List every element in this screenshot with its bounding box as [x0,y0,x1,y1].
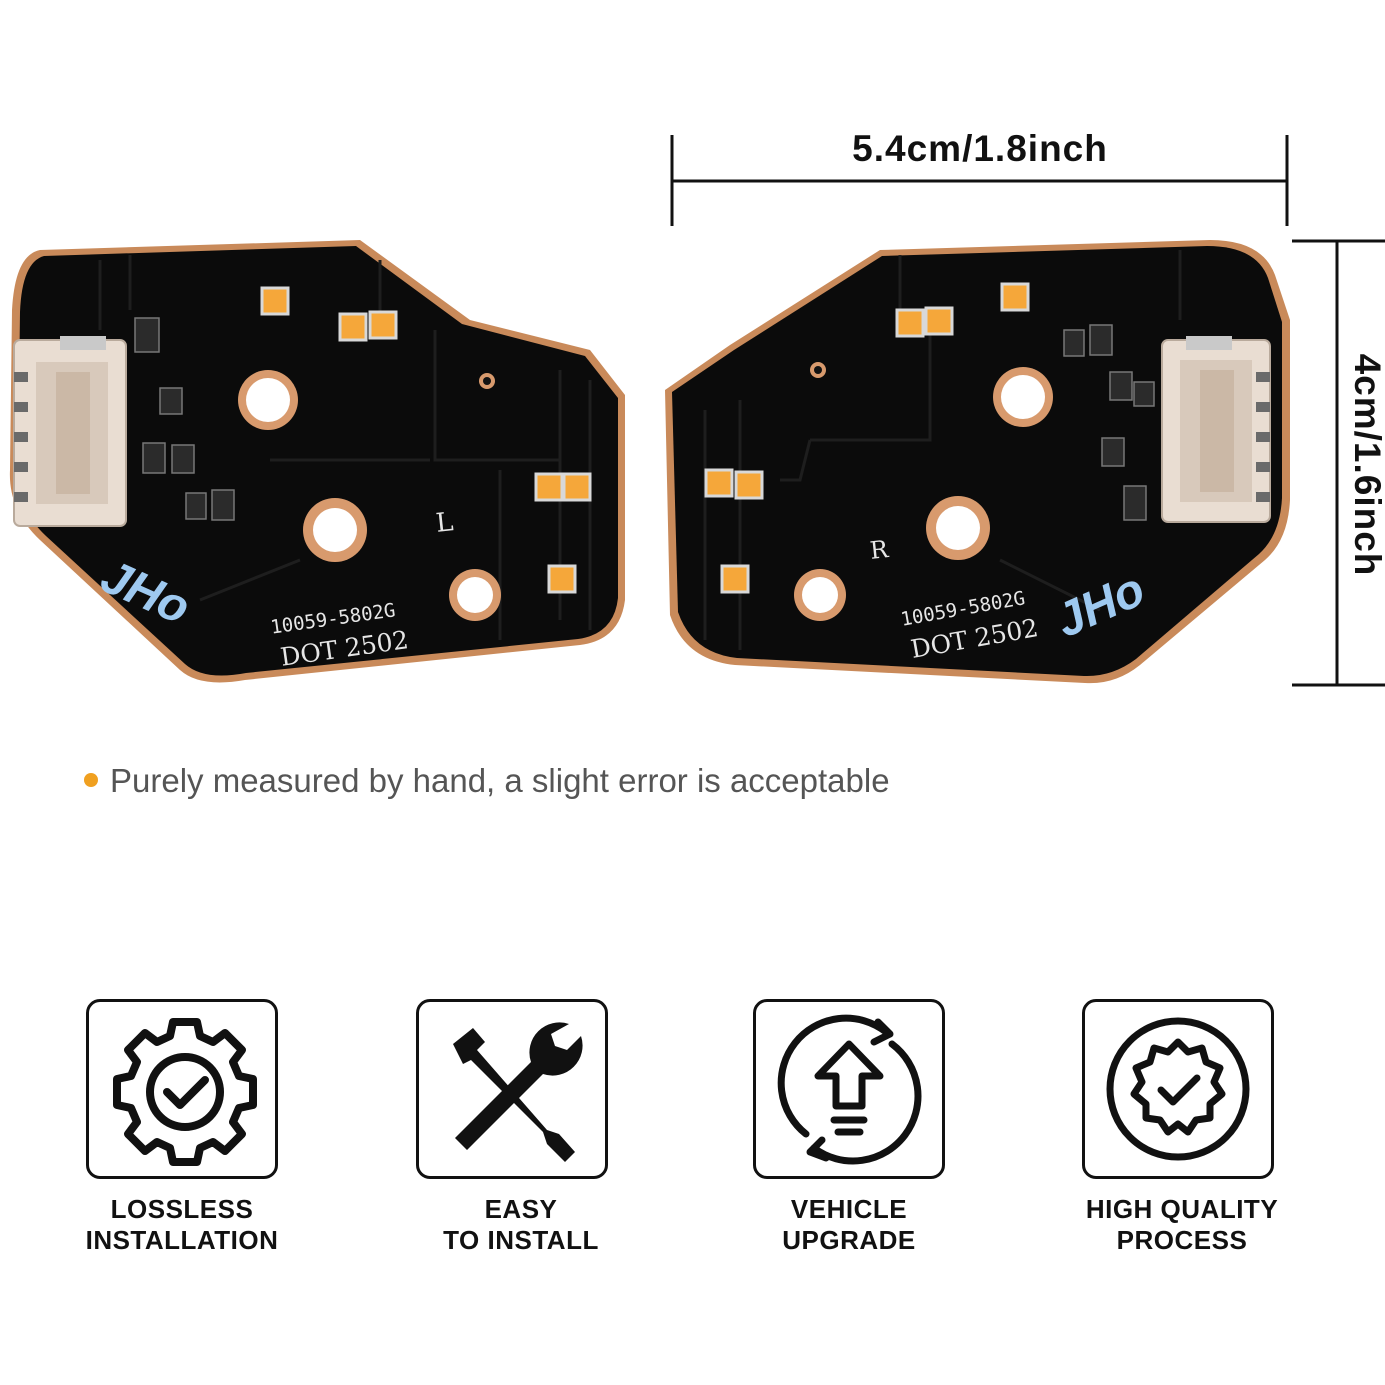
feature-lossless-installation [86,999,278,1179]
feature-easy-to-install [416,999,608,1179]
feature-high-quality-process-label: HIGH QUALITY PROCESS [1052,1194,1312,1256]
feature-line2: PROCESS [1116,1225,1248,1255]
feature-lossless-installation-label: LOSSLESS INSTALLATION [52,1194,312,1256]
width-dimension-line [670,135,1289,226]
left-mount-holes [238,370,501,621]
bullet-dot-icon [84,773,98,788]
feature-line1: VEHICLE [790,1194,908,1224]
measurement-note-text: Purely measured by hand, a slight error … [110,762,890,799]
left-connector [13,336,127,527]
quality-badge-icon [1106,1017,1250,1161]
feature-line2: TO INSTALL [443,1225,599,1255]
feature-line2: UPGRADE [782,1225,916,1255]
measurement-note: Purely measured by hand, a slight error … [84,762,890,800]
right-connector [1161,336,1271,523]
feature-line1: LOSSLESS [110,1194,254,1224]
right-mount-holes [794,362,1053,621]
width-dimension-label: 5.4cm/1.8inch [852,128,1108,169]
right-side-mark: R [868,535,890,565]
left-pcb-board [9,240,626,683]
right-pcb-board [665,240,1290,684]
height-dimension-label: 4cm/1.6inch [1347,353,1385,577]
feature-line1: EASY [484,1194,558,1224]
left-side-mark: L [434,507,455,539]
feature-easy-to-install-label: EASY TO INSTALL [391,1194,651,1256]
right-leds [704,282,1030,594]
gear-check-icon [113,1018,257,1166]
upgrade-arrow-icon [777,1014,922,1165]
feature-high-quality-process [1082,999,1274,1179]
feature-vehicle-upgrade [753,999,945,1179]
height-dimension-line [1292,239,1385,687]
feature-line1: HIGH QUALITY [1085,1194,1279,1224]
feature-line2: INSTALLATION [85,1225,279,1255]
screwdriver-wrench-icon [453,1022,583,1162]
feature-vehicle-upgrade-label: VEHICLE UPGRADE [719,1194,979,1256]
left-leds [260,286,592,594]
